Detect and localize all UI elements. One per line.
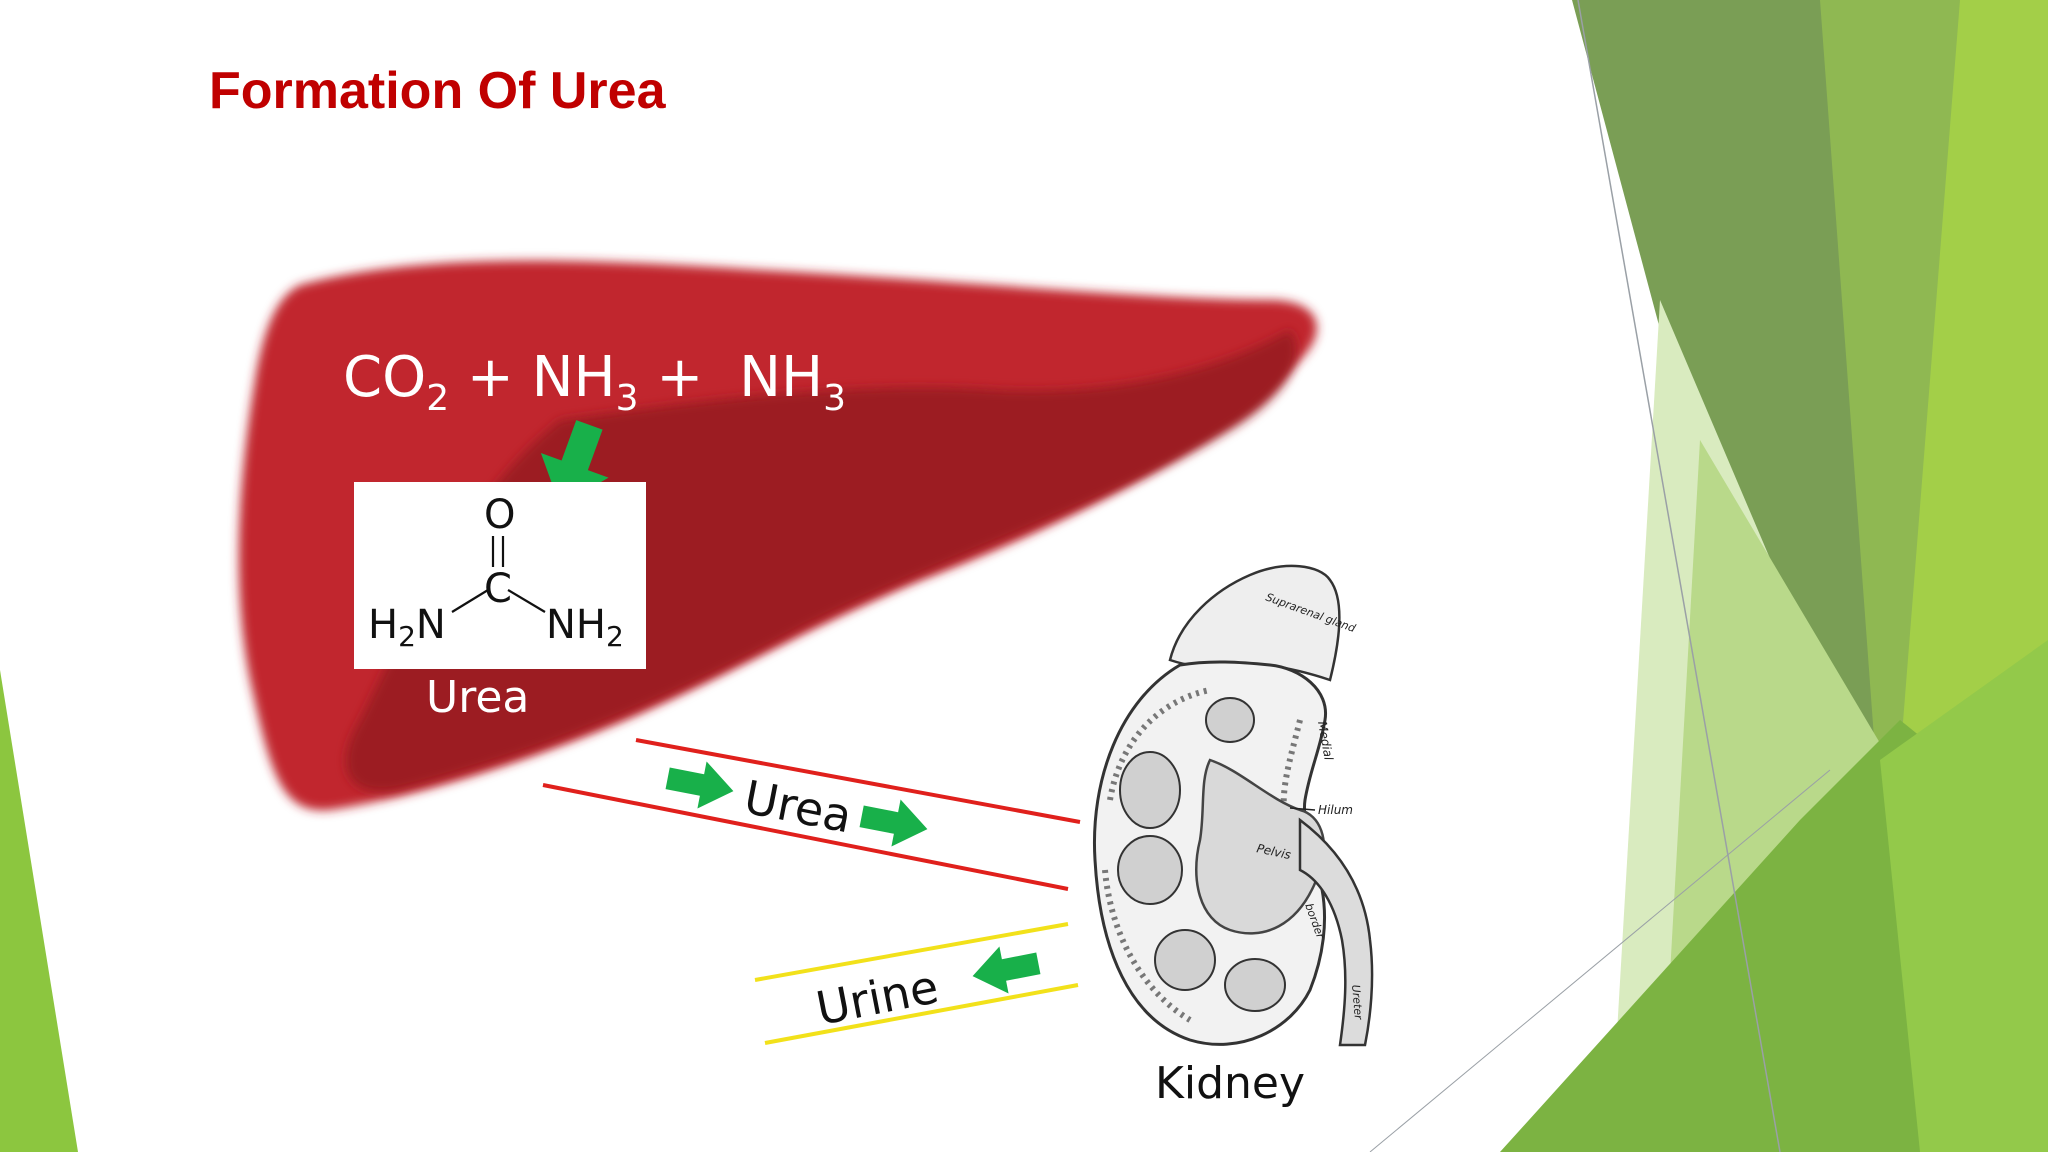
kidney-annotation-medial: Medial (1315, 720, 1336, 762)
urea-structure-box (354, 482, 646, 669)
urine-vessel (754, 922, 1079, 1045)
urea-carbon: C (484, 566, 512, 612)
left-arrow-icon (972, 946, 1041, 994)
kidney-annotation-hilum: Hilum (1318, 803, 1353, 817)
background-thin-line (1369, 769, 1831, 1152)
urea-right-amine: NH2 (546, 602, 624, 653)
urea-oxygen: O (484, 492, 516, 538)
right-arrow-icon (859, 799, 928, 847)
background-thin-line (1577, 0, 1781, 1152)
equation-co2: CO2 (343, 345, 450, 419)
equation-plus: + (656, 345, 704, 410)
urea-left-amine: H2N (368, 602, 446, 653)
urea-label: Urea (426, 672, 530, 723)
vessel-urea-label: Urea (740, 770, 856, 844)
right-panel-front-light (1880, 640, 2048, 1152)
right-arrow-icon (665, 761, 734, 809)
reaction-equation: CO2 + NH3 + NH3 (343, 345, 846, 419)
renal-pelvis (1195, 758, 1326, 935)
urea-structure-bonds (451, 536, 546, 613)
equation-nh3: NH3 (739, 345, 846, 419)
urea-vessel (542, 738, 1081, 891)
kidney-cortex-shading (1102, 687, 1303, 1023)
renal-pyramids (1117, 697, 1286, 1012)
vessel-urine-label: Urine (812, 959, 943, 1035)
hilum-pointer (1289, 807, 1316, 811)
left-accent-triangle (0, 670, 78, 1152)
slide-title: Formation Of Urea (209, 62, 666, 120)
equation-plus: + (466, 345, 514, 410)
kidney-annotation-ureter: Ureter (1349, 984, 1365, 1021)
kidney-illustration: Suprarenal gland Medial Hilum Pelvis bor… (1092, 564, 1374, 1047)
ureter (1298, 817, 1374, 1047)
kidney-label: Kidney (1155, 1058, 1306, 1109)
equation-nh3: NH3 (531, 345, 639, 419)
